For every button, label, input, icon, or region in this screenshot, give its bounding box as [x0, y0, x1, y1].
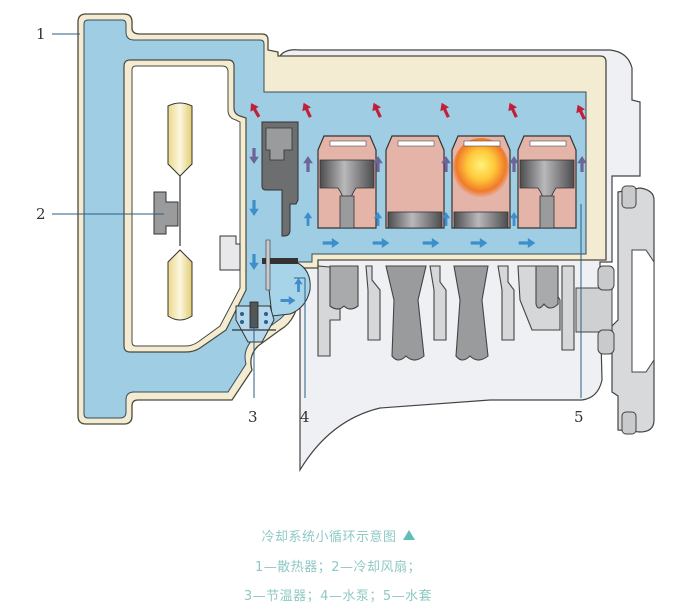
- cylinder-head-part: [261, 121, 299, 237]
- svg-text:1: 1: [36, 25, 46, 43]
- caption-legend-line-1: 1—散热器；2—冷却风扇；: [254, 560, 422, 575]
- callout-4: 4: [294, 277, 310, 426]
- svg-text:4: 4: [300, 408, 310, 426]
- callout-5: 5: [574, 204, 584, 426]
- crankshaft: [317, 265, 575, 361]
- flywheel: [575, 185, 655, 435]
- cylinder-4: [517, 135, 577, 229]
- callout-1: 1: [36, 25, 80, 43]
- callout-2: 2: [36, 205, 164, 223]
- diagram-caption-title: 冷却系统小循环示意图: [0, 526, 676, 545]
- svg-text:5: 5: [574, 408, 584, 426]
- cylinder-2: [385, 135, 445, 229]
- caption-title-text: 冷却系统小循环示意图: [261, 530, 397, 545]
- callout-3: 3: [248, 316, 258, 426]
- cooling-system-diagram: 1 2 3 4 5: [36, 13, 655, 473]
- cylinder-3-combustion: [451, 135, 511, 229]
- fan-cavity: [131, 65, 241, 347]
- caption-legend-line-2: 3—节温器；4—水泵；5—水套: [243, 589, 433, 604]
- combustion-flame: [453, 138, 509, 198]
- fan-bracket: [219, 235, 241, 271]
- water-pump: [262, 239, 311, 317]
- cooling-fan: [153, 102, 193, 321]
- triangle-up-icon: [402, 530, 415, 540]
- cylinder-1: [317, 135, 377, 229]
- thermostat: [232, 301, 276, 343]
- svg-text:2: 2: [36, 205, 46, 223]
- svg-text:3: 3: [248, 408, 258, 426]
